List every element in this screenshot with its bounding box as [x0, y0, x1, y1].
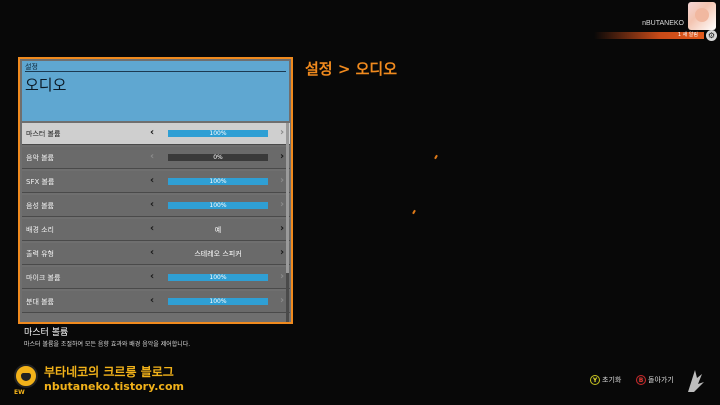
setting-label: 음성 볼륨	[26, 202, 54, 210]
choice-value: 스테레오 스피커	[194, 250, 242, 258]
ember-particle	[434, 154, 438, 160]
ember-particle	[412, 209, 416, 215]
chevron-left-icon[interactable]: ‹	[150, 271, 155, 282]
slider-value: 0%	[213, 154, 223, 161]
slider-value: 100%	[209, 202, 227, 209]
panel-category: 설정	[25, 63, 38, 71]
blog-title: 부타네코의 크르릉 블로그	[44, 365, 174, 379]
chevron-left-icon[interactable]: ‹	[150, 175, 155, 186]
gamertag: nBUTANEKO	[642, 20, 684, 27]
chevron-left-icon[interactable]: ‹	[150, 151, 155, 162]
description-text: 마스터 볼륨을 조절하여 모든 음향 효과와 배경 음악을 제어합니다.	[24, 341, 191, 348]
chevron-left-icon[interactable]: ‹	[150, 223, 155, 234]
chevron-left-icon[interactable]: ‹	[150, 247, 155, 258]
setting-row[interactable]: SFX 볼륨 ‹ 100% ›	[22, 171, 290, 193]
blog-url: nbutaneko.tistory.com	[44, 380, 184, 393]
slider-fill	[168, 130, 268, 137]
setting-label: 배경 소리	[26, 226, 54, 234]
volume-slider[interactable]: 100%	[168, 298, 268, 305]
chevron-right-icon[interactable]: ›	[280, 271, 285, 282]
slider-value: 100%	[209, 298, 227, 305]
setting-label: 음악 볼륨	[26, 154, 54, 162]
volume-slider[interactable]: 100%	[168, 202, 268, 209]
page-heading: 설정 > 오디오	[305, 60, 398, 78]
setting-row[interactable]: 배경 소리 ‹ 예 ›	[22, 219, 290, 241]
profile-area: nBUTANEKO 1 새 알림 ⚙	[594, 0, 720, 44]
volume-slider[interactable]: 100%	[168, 130, 268, 137]
chevron-right-icon[interactable]: ›	[280, 199, 285, 210]
description-title: 마스터 볼륨	[24, 328, 69, 338]
scrollbar[interactable]	[286, 123, 289, 322]
reset-label: 초기화	[602, 376, 622, 384]
chevron-left-icon[interactable]: ‹	[150, 295, 155, 306]
settings-list: 마스터 볼륨 ‹ 100% › 음악 볼륨 ‹ 0% › SFX 볼륨 ‹ 100% › 음성 볼륨 ‹ 1…	[22, 123, 290, 315]
panel-header: 설정 오디오	[22, 61, 289, 121]
blog-logo-icon	[14, 364, 38, 388]
blog-logo-text: EW	[14, 389, 25, 396]
game-logo-icon	[684, 368, 706, 394]
y-button-icon: Y	[590, 375, 600, 385]
slider-value: 100%	[209, 130, 227, 137]
chevron-right-icon[interactable]: ›	[280, 175, 285, 186]
settings-panel: 설정 오디오 마스터 볼륨 ‹ 100% › 음악 볼륨 ‹ 0% › SFX 볼륨 ‹ 100% ›…	[18, 57, 293, 324]
setting-label: 마이크 볼륨	[26, 274, 61, 282]
slider-value: 100%	[209, 178, 227, 185]
setting-row[interactable]: 마이크 볼륨 ‹ 100% ›	[22, 267, 290, 289]
volume-slider[interactable]: 100%	[168, 178, 268, 185]
setting-label: 출력 유형	[26, 250, 54, 258]
chevron-right-icon[interactable]: ›	[280, 151, 285, 162]
slider-fill	[168, 178, 268, 185]
volume-slider[interactable]: 100%	[168, 274, 268, 281]
slider-fill	[168, 274, 268, 281]
b-button-icon: B	[636, 375, 646, 385]
choice-value: 예	[214, 226, 222, 234]
notification-bar: 1 새 알림	[594, 32, 704, 39]
chevron-right-icon[interactable]: ›	[280, 127, 285, 138]
avatar	[688, 2, 716, 30]
slider-value: 100%	[209, 274, 227, 281]
setting-row[interactable]: 출력 유형 ‹ 스테레오 스피커 ›	[22, 243, 290, 265]
setting-label: 분대 볼륨	[26, 298, 54, 306]
chevron-left-icon[interactable]: ‹	[150, 127, 155, 138]
back-label: 돌아가기	[648, 376, 674, 384]
setting-row[interactable]: 음악 볼륨 ‹ 0% ›	[22, 147, 290, 169]
setting-row[interactable]: 마스터 볼륨 ‹ 100% ›	[22, 123, 290, 145]
setting-row[interactable]: 분대 볼륨 ‹ 100% ›	[22, 291, 290, 313]
slider-fill	[168, 298, 268, 305]
chevron-right-icon[interactable]: ›	[280, 295, 285, 306]
setting-row[interactable]: 음성 볼륨 ‹ 100% ›	[22, 195, 290, 217]
setting-label: 마스터 볼륨	[26, 130, 61, 138]
volume-slider[interactable]: 0%	[168, 154, 268, 161]
game-logo-svg	[688, 370, 704, 392]
chevron-left-icon[interactable]: ‹	[150, 199, 155, 210]
chevron-right-icon[interactable]: ›	[280, 223, 285, 234]
panel-title: 오디오	[25, 76, 67, 94]
gear-icon: ⚙	[706, 30, 717, 41]
chevron-right-icon[interactable]: ›	[280, 247, 285, 258]
setting-label: SFX 볼륨	[26, 178, 55, 186]
header-divider	[25, 71, 286, 72]
scrollbar-thumb[interactable]	[286, 123, 289, 273]
slider-fill	[168, 202, 268, 209]
